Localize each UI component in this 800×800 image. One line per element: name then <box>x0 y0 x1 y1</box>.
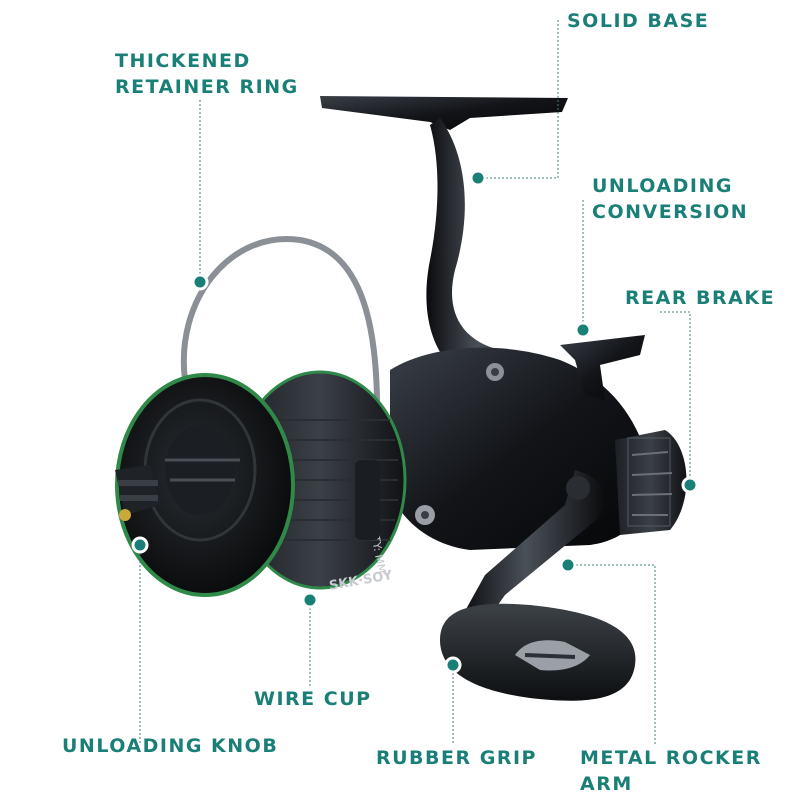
label-unloading-conversion-line1: UNLOADING <box>592 175 733 197</box>
leader-lines <box>139 20 691 745</box>
line-roller <box>355 460 380 540</box>
dot-unloading-conversion <box>574 321 592 339</box>
label-solid-base-text: SOLID BASE <box>567 10 710 32</box>
rear-drag-knob <box>615 430 687 535</box>
label-unloading-knob: UNLOADING KNOB <box>62 733 278 759</box>
label-thickened-retainer-ring: THICKENED RETAINER RING <box>115 48 299 100</box>
bail-wire <box>180 236 381 473</box>
label-thickened-line2: RETAINER RING <box>115 76 299 98</box>
handle-arm <box>460 470 606 630</box>
label-rear-brake-text: REAR BRAKE <box>625 287 776 309</box>
dot-rear-brake <box>681 476 699 494</box>
label-unloading-conversion: UNLOADING CONVERSION <box>592 173 748 225</box>
label-thickened-line1: THICKENED <box>115 50 251 72</box>
label-rubber-grip-text: RUBBER GRIP <box>376 747 537 769</box>
label-unloading-conversion-line2: CONVERSION <box>592 201 749 223</box>
callout-dots <box>131 169 699 674</box>
dot-unloading-knob <box>131 536 149 554</box>
label-metal-rocker-line2: ARM <box>580 773 633 795</box>
label-metal-rocker-arm: METAL ROCKER ARM <box>580 745 762 797</box>
rubber-grip <box>440 603 636 701</box>
unloading-knob <box>115 465 160 521</box>
label-metal-rocker-line1: METAL ROCKER <box>580 747 762 769</box>
label-wire-cup: WIRE CUP <box>254 686 372 712</box>
dot-rubber-grip <box>444 656 462 674</box>
label-rear-brake: REAR BRAKE <box>625 285 775 311</box>
reel-body <box>390 347 651 550</box>
rear-brake-lever <box>560 335 645 400</box>
dot-wire-cup <box>301 591 319 609</box>
dot-solid-base <box>469 169 487 187</box>
label-solid-base: SOLID BASE <box>567 8 709 34</box>
reel-foot <box>320 96 568 390</box>
dot-retainer-ring <box>191 273 209 291</box>
label-wire-cup-text: WIRE CUP <box>254 688 372 710</box>
label-rubber-grip: RUBBER GRIP <box>376 745 537 771</box>
label-unloading-knob-text: UNLOADING KNOB <box>62 735 279 757</box>
dot-metal-rocker-arm <box>559 556 577 574</box>
spool-face <box>115 373 295 597</box>
